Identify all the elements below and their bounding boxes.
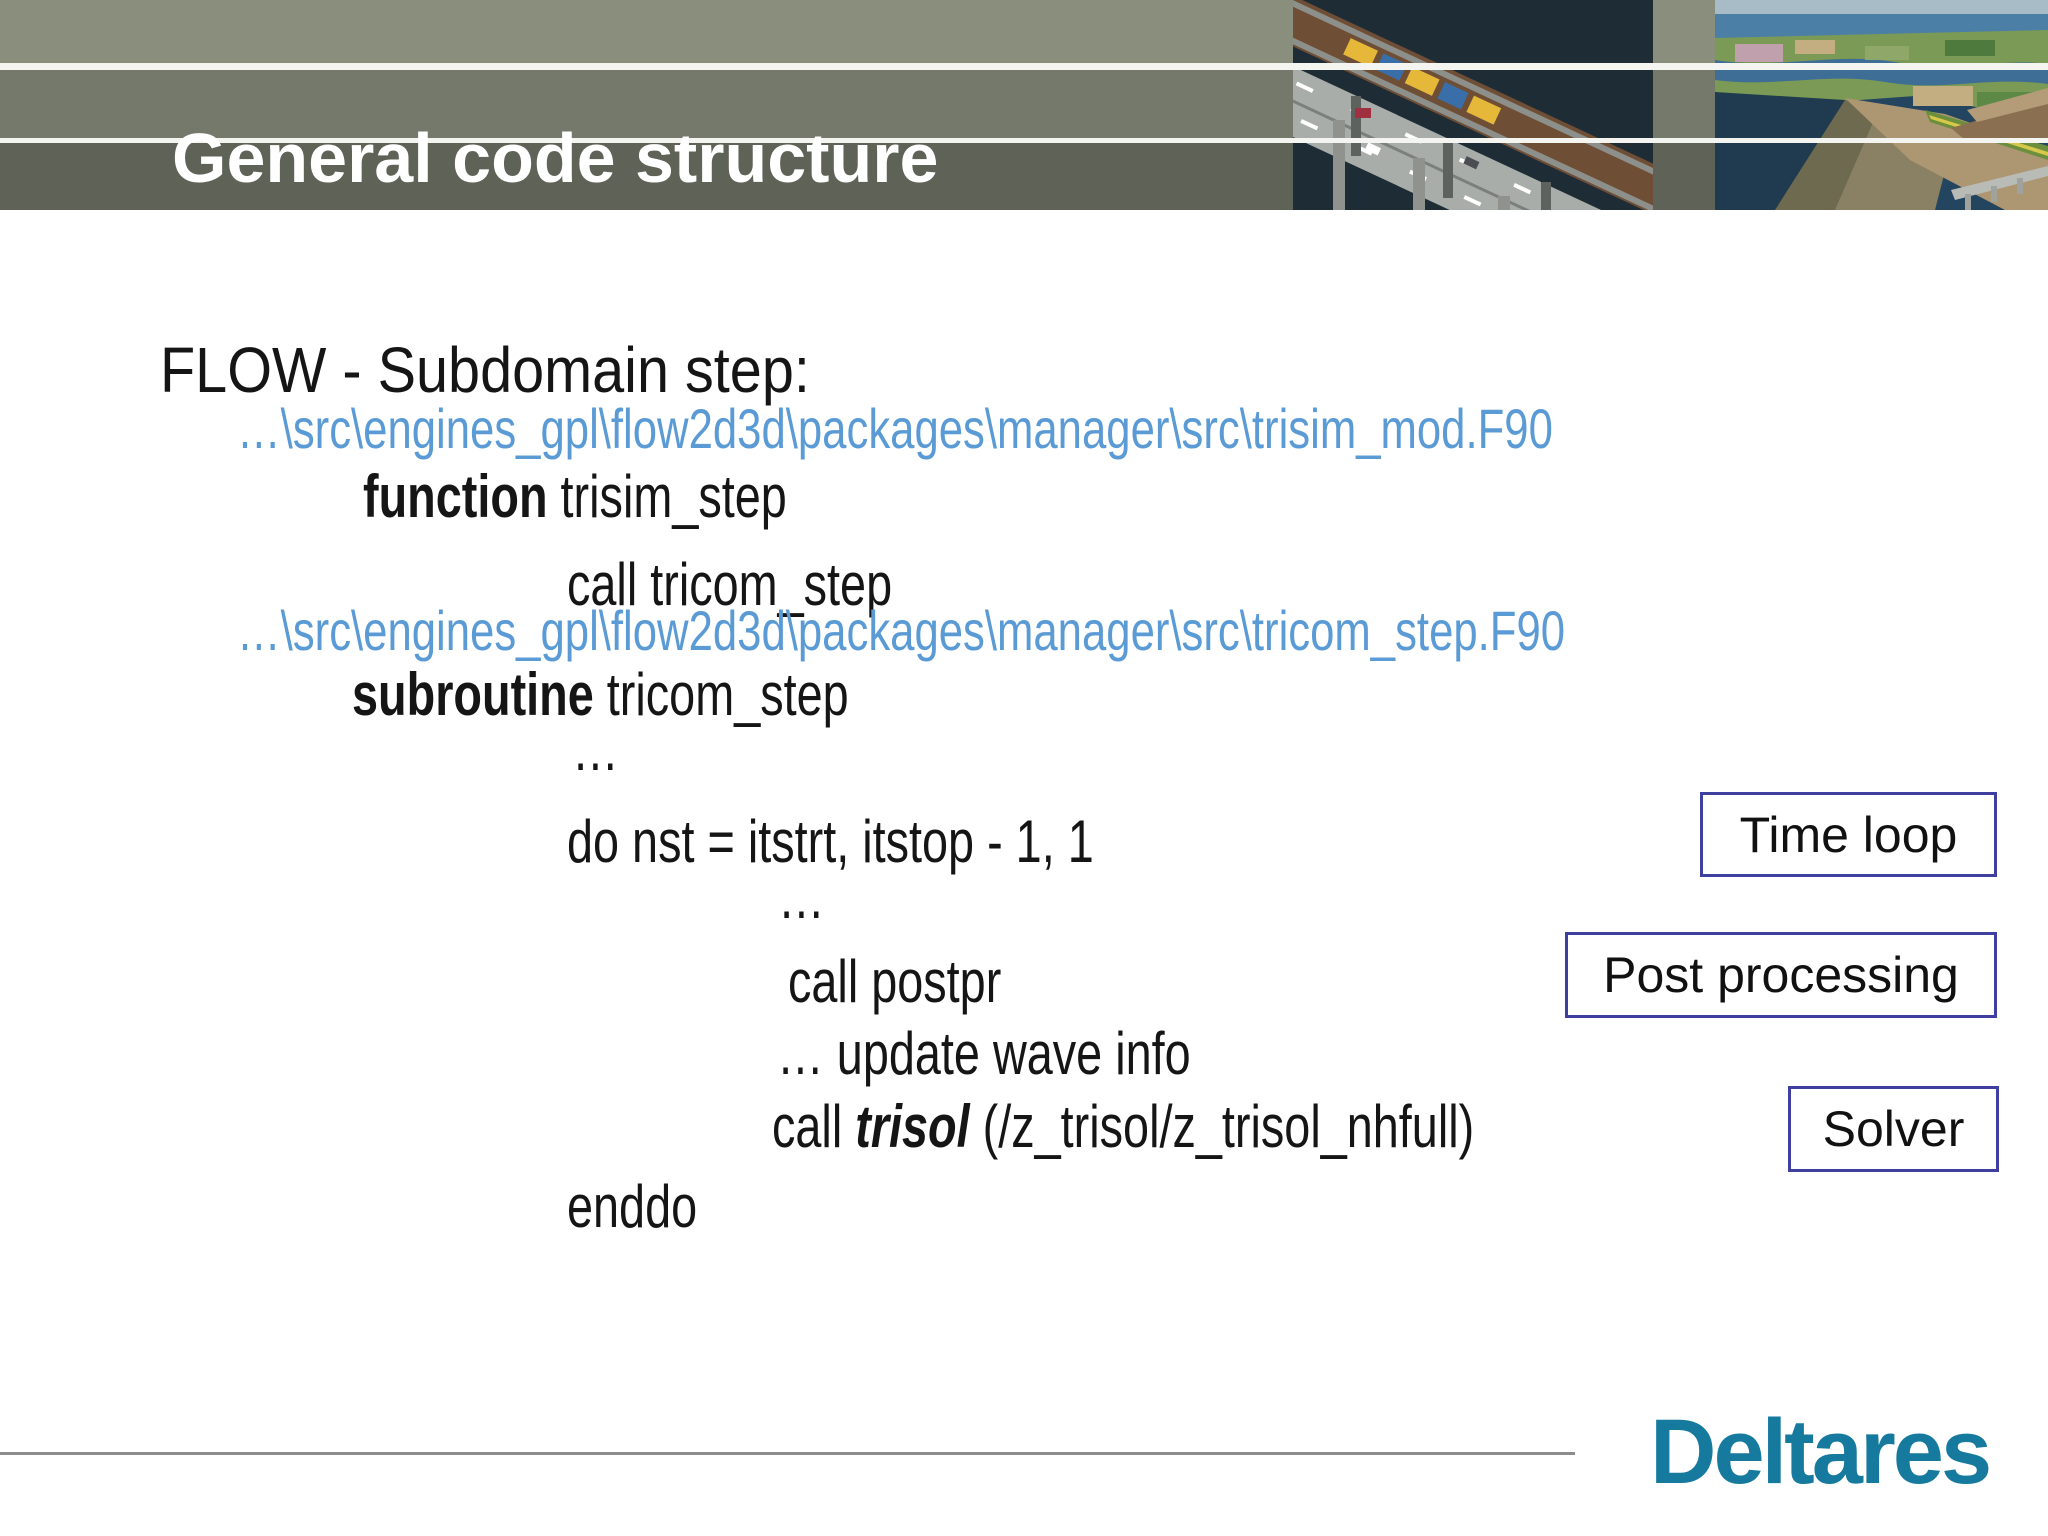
code-function-line: function trisim_step [363,465,787,528]
solver-label: Solver [1822,1101,1965,1157]
code-do-loop: do nst = itstrt, itstop - 1, 1 [567,808,1094,875]
deltares-logo: Deltares [1650,1401,1992,1503]
slide-header: General code structure [0,0,2048,210]
code-update-wave: … update wave info [777,1020,1191,1087]
header-divider-bottom [0,138,2048,143]
code-subroutine-line: subroutine tricom_step [352,663,849,726]
bridge-photo [1293,0,1653,210]
code-path-tricom: …\src\engines_gpl\flow2d3d\packages\mana… [237,599,1566,662]
header-divider-top [0,63,2048,70]
page-title: General code structure [172,118,939,197]
solver-box: Solver [1788,1086,1999,1172]
code-heading: FLOW - Subdomain step: [160,334,810,406]
call-keyword: call [772,1093,856,1160]
code-ellipsis-2: … [778,864,825,931]
function-keyword: function [363,463,548,530]
subroutine-keyword: subroutine [352,661,594,728]
code-enddo: enddo [567,1173,698,1240]
trisol-args: (/z_trisol/z_trisol_nhfull) [969,1093,1475,1160]
code-call-trisol: call trisol (/z_trisol/z_trisol_nhfull) [772,1095,1474,1158]
post-processing-box: Post processing [1565,932,1997,1018]
function-name: trisim_step [547,463,787,530]
header-band-light [0,0,2048,63]
time-loop-box: Time loop [1700,792,1997,877]
header-band-dark [0,143,2048,210]
footer-divider [0,1452,1575,1455]
code-path-trisim: …\src\engines_gpl\flow2d3d\packages\mana… [237,397,1553,460]
code-ellipsis-1: … [572,716,619,783]
code-call-tricom: call tricom_step [567,551,893,618]
post-processing-label: Post processing [1603,947,1959,1003]
code-call-postpr: call postpr [788,948,1002,1015]
trisol-name: trisol [855,1093,970,1160]
estuary-photo [1715,0,2048,210]
subroutine-name: tricom_step [593,661,849,728]
header-band-mid [0,70,2048,138]
time-loop-label: Time loop [1739,806,1958,863]
